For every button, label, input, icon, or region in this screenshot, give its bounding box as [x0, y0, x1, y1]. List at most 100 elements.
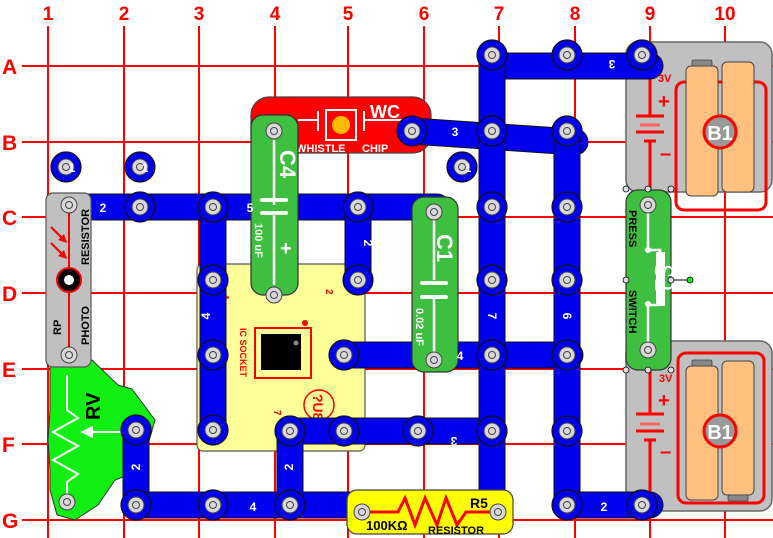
- terminal-stud-hole: [270, 127, 278, 135]
- terminal-stud-hole: [65, 201, 73, 209]
- grid-column-label: 4: [270, 4, 281, 25]
- photoresistor-rp[interactable]: RESISTOR PHOTO RP: [45, 192, 92, 368]
- selection-handles[interactable]: [622, 185, 675, 374]
- terminal-stud-hole: [65, 351, 73, 359]
- snap-stud: [349, 198, 367, 216]
- capacitor-c4[interactable]: C4 100 uF +: [250, 114, 300, 296]
- grid-column-label: 8: [570, 4, 581, 25]
- adjustable-resistor-rv[interactable]: RV: [47, 359, 156, 521]
- battery-bottom-plus: +: [658, 390, 670, 412]
- snap-stud-hole: [563, 276, 571, 284]
- press-switch-s2[interactable]: PRESS SWITCH S2: [622, 185, 694, 374]
- snap-stud: [204, 496, 222, 514]
- photoresistor-code: RP: [52, 320, 64, 335]
- wire-label: 2: [100, 201, 107, 215]
- snap-stud-hole: [209, 203, 217, 211]
- terminal-stud-hole: [430, 208, 438, 216]
- grid-row-label: F: [2, 434, 15, 457]
- wire-label: 7: [485, 313, 499, 320]
- battery-b1-top[interactable]: 3V + – B1: [625, 41, 773, 210]
- snap-stud-hole: [488, 51, 496, 59]
- wire-label: 2: [129, 463, 143, 470]
- snaps: [50, 39, 658, 521]
- wire-label: 2: [601, 500, 608, 514]
- snap-stud: [483, 422, 501, 440]
- terminal-stud: [489, 503, 507, 521]
- c4-label: C4: [275, 150, 300, 179]
- grid-row-label: C: [2, 207, 17, 230]
- terminal-stud-hole: [430, 356, 438, 364]
- wire-label: 4: [457, 349, 464, 363]
- resize-handle[interactable]: [622, 185, 630, 193]
- grid-column-label: 9: [645, 4, 656, 25]
- snap-stud: [558, 271, 576, 289]
- grid-column-label: 1: [43, 4, 54, 25]
- resize-handle[interactable]: [644, 366, 652, 374]
- snap-stud: [483, 346, 501, 364]
- rotate-handle[interactable]: [686, 276, 694, 284]
- snap-stud-hole: [354, 276, 362, 284]
- resize-handle[interactable]: [667, 276, 675, 284]
- resize-handle[interactable]: [667, 185, 675, 193]
- battery-top-minus: –: [660, 143, 671, 165]
- snap-stud: [633, 496, 651, 514]
- whistle-chip-code: WC: [370, 102, 400, 122]
- battery-b1-bottom[interactable]: 3V + – B1: [625, 340, 773, 512]
- resize-handle[interactable]: [667, 366, 675, 374]
- snap-stud-hole: [354, 203, 362, 211]
- terminal-stud-hole: [270, 291, 278, 299]
- snap-stud: [453, 158, 471, 176]
- resize-handle[interactable]: [622, 276, 630, 284]
- snap-stud: [335, 346, 353, 364]
- snap-stud-hole: [563, 127, 571, 135]
- terminal-stud: [639, 341, 657, 359]
- snap-stud: [483, 271, 501, 289]
- wire-label: 4: [199, 312, 213, 319]
- wire-label: 4: [250, 500, 257, 514]
- wire-label: 3: [608, 57, 615, 71]
- grid-column-label: 6: [419, 4, 430, 25]
- snap-stud: [127, 496, 145, 514]
- wire-label: 1: [142, 161, 149, 175]
- snap-stud-hole: [563, 351, 571, 359]
- grid-row-label: E: [2, 359, 16, 382]
- resistor-r5[interactable]: R5 100KΩ RESISTOR: [346, 489, 514, 537]
- switch-name2: SWITCH: [626, 290, 638, 333]
- snap-stud-hole: [458, 163, 466, 171]
- terminal-stud-hole: [494, 508, 502, 516]
- snap-stud: [281, 496, 299, 514]
- grid-column-label: 7: [494, 4, 505, 25]
- wire-label: 2: [361, 240, 375, 247]
- ic-chip-label: ?U8: [310, 394, 326, 421]
- resize-handle[interactable]: [622, 366, 630, 374]
- terminal-stud: [265, 122, 283, 140]
- r5-name: RESISTOR: [428, 525, 484, 537]
- resize-handle[interactable]: [644, 185, 652, 193]
- snap-stud: [204, 271, 222, 289]
- switch-code: S2: [649, 264, 678, 291]
- c4-value: 100 uF: [252, 223, 264, 258]
- battery-bottom-voltage: 3V: [659, 373, 673, 385]
- snap-stud: [483, 46, 501, 64]
- snap-stud-hole: [638, 501, 646, 509]
- whistle-chip-name2: CHIP: [362, 143, 388, 155]
- grid-row-label: D: [2, 283, 17, 306]
- snap-stud: [131, 198, 149, 216]
- rv-label: RV: [83, 392, 105, 420]
- grid-row-label: B: [2, 132, 17, 155]
- ic-pin-7: 7: [271, 410, 282, 416]
- snap-stud-hole: [414, 427, 422, 435]
- snap-stud: [57, 158, 75, 176]
- r5-value: 100KΩ: [366, 518, 408, 533]
- snap-stud-hole: [563, 203, 571, 211]
- battery-bottom-minus: –: [660, 441, 671, 463]
- snap-stud-hole: [286, 501, 294, 509]
- snap-stud: [558, 46, 576, 64]
- snap-stud: [558, 422, 576, 440]
- snap-stud: [403, 122, 421, 140]
- snap-stud-hole: [340, 427, 348, 435]
- snap-stud-hole: [563, 51, 571, 59]
- wire-label: 6: [560, 313, 574, 320]
- capacitor-c1[interactable]: C1 0.02 uF: [411, 196, 459, 373]
